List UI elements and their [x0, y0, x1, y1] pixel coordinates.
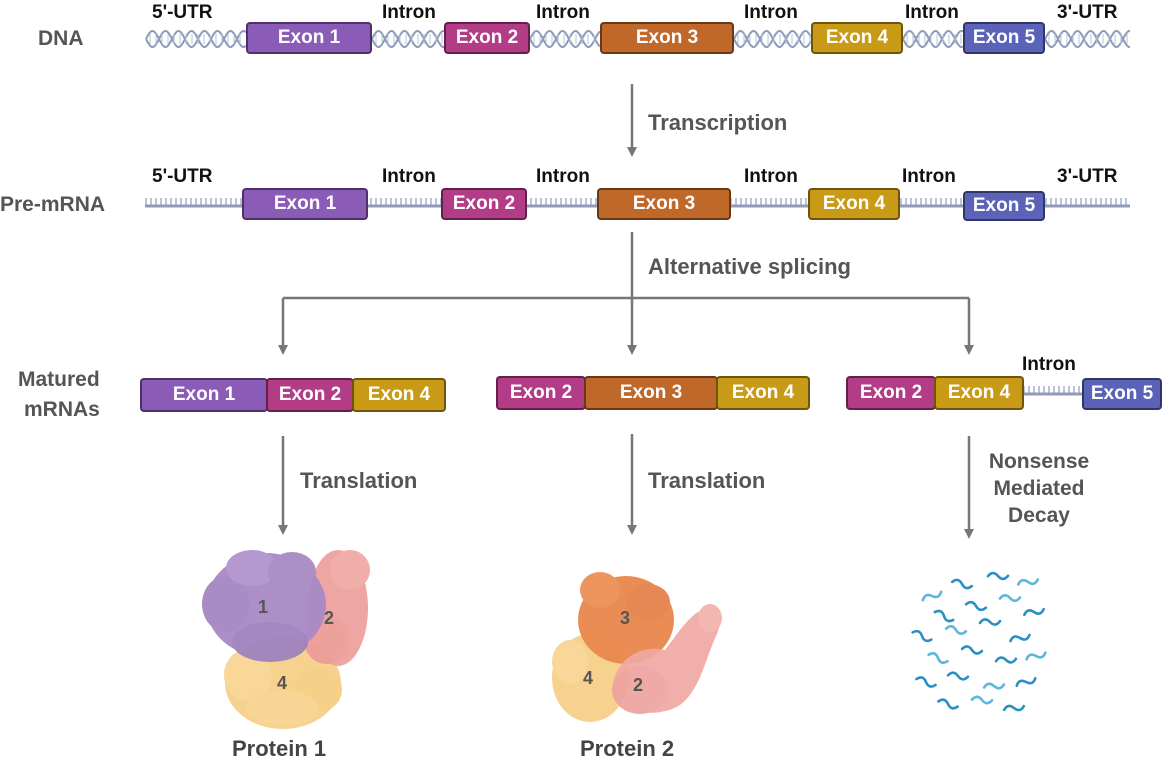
matured-row-label-line1: Matured	[18, 368, 100, 391]
dna-exon-4: Exon 4	[811, 22, 903, 54]
transcription-label: Transcription	[648, 110, 788, 135]
dna-intron-label-1: Intron	[382, 2, 436, 23]
pre-mrna-exon-4: Exon 4	[808, 188, 900, 220]
mrna2-exon-2: Exon 2	[496, 376, 586, 410]
mrna3-exon-5: Exon 5	[1082, 378, 1162, 410]
pre-mrna-row-label: Pre-mRNA	[0, 193, 106, 216]
retained-intron-strand	[1022, 386, 1084, 396]
mrna3-intron-label: Intron	[1022, 354, 1076, 375]
dna-intron-label-2: Intron	[536, 2, 590, 23]
protein1-domain-4: 4	[277, 673, 288, 693]
protein-2-label: Protein 2	[580, 736, 675, 761]
dna-exon-2: Exon 2	[444, 22, 530, 54]
pre-mrna-intron-label-3: Intron	[744, 166, 798, 187]
dna-intron-label-4: Intron	[905, 2, 959, 23]
protein-2-structure	[552, 572, 722, 722]
mrna1-exon-2: Exon 2	[266, 378, 354, 412]
pre-mrna-exon-1: Exon 1	[242, 188, 368, 220]
degraded-mrna-fragments	[911, 571, 1047, 712]
pre-mrna-exon-2: Exon 2	[441, 188, 527, 220]
nmd-label-line3: Decay	[1008, 504, 1070, 527]
pre-mrna-3utr-label: 3'-UTR	[1057, 166, 1118, 187]
protein2-domain-4: 4	[583, 668, 594, 688]
dna-exon-3: Exon 3	[600, 22, 734, 54]
protein2-domain-2: 2	[633, 675, 644, 695]
pre-mrna-intron-label-2: Intron	[536, 166, 590, 187]
nmd-label-line1: Nonsense	[988, 450, 1090, 473]
protein-1-structure	[202, 550, 370, 729]
translation-label-2: Translation	[648, 468, 766, 493]
alternative-splicing-label: Alternative splicing	[648, 254, 851, 279]
dna-5utr-label: 5'-UTR	[152, 2, 213, 23]
mrna3-exon-2: Exon 2	[846, 376, 936, 410]
nmd-label-line2: Mediated	[993, 477, 1085, 500]
protein1-domain-2: 2	[324, 608, 335, 628]
nmd-label: Nonsense Mediated Decay	[974, 448, 1104, 529]
dna-double-helix	[145, 30, 1130, 48]
translation-label-1: Translation	[300, 468, 418, 493]
dna-row-label: DNA	[38, 27, 84, 50]
protein2-domain-3: 3	[620, 608, 631, 628]
dna-exon-1: Exon 1	[246, 22, 372, 54]
splicing-connector	[278, 232, 974, 355]
pre-mrna-exon-5: Exon 5	[963, 191, 1045, 221]
matured-row-label-line2: mRNAs	[24, 398, 100, 421]
dna-exon-5: Exon 5	[963, 22, 1045, 54]
mrna2-exon-3: Exon 3	[584, 376, 718, 410]
mrna2-exon-4: Exon 4	[716, 376, 810, 410]
pre-mrna-intron-label-4: Intron	[902, 166, 956, 187]
protein1-domain-1: 1	[258, 597, 269, 617]
mrna3-exon-4: Exon 4	[934, 376, 1024, 410]
pre-mrna-5utr-label: 5'-UTR	[152, 166, 213, 187]
protein-1-label: Protein 1	[232, 736, 327, 761]
mrna1-exon-4: Exon 4	[352, 378, 446, 412]
pre-mrna-intron-label-1: Intron	[382, 166, 436, 187]
dna-intron-label-3: Intron	[744, 2, 798, 23]
pre-mrna-exon-3: Exon 3	[597, 188, 731, 220]
mrna1-exon-1: Exon 1	[140, 378, 268, 412]
dna-3utr-label: 3'-UTR	[1057, 2, 1118, 23]
